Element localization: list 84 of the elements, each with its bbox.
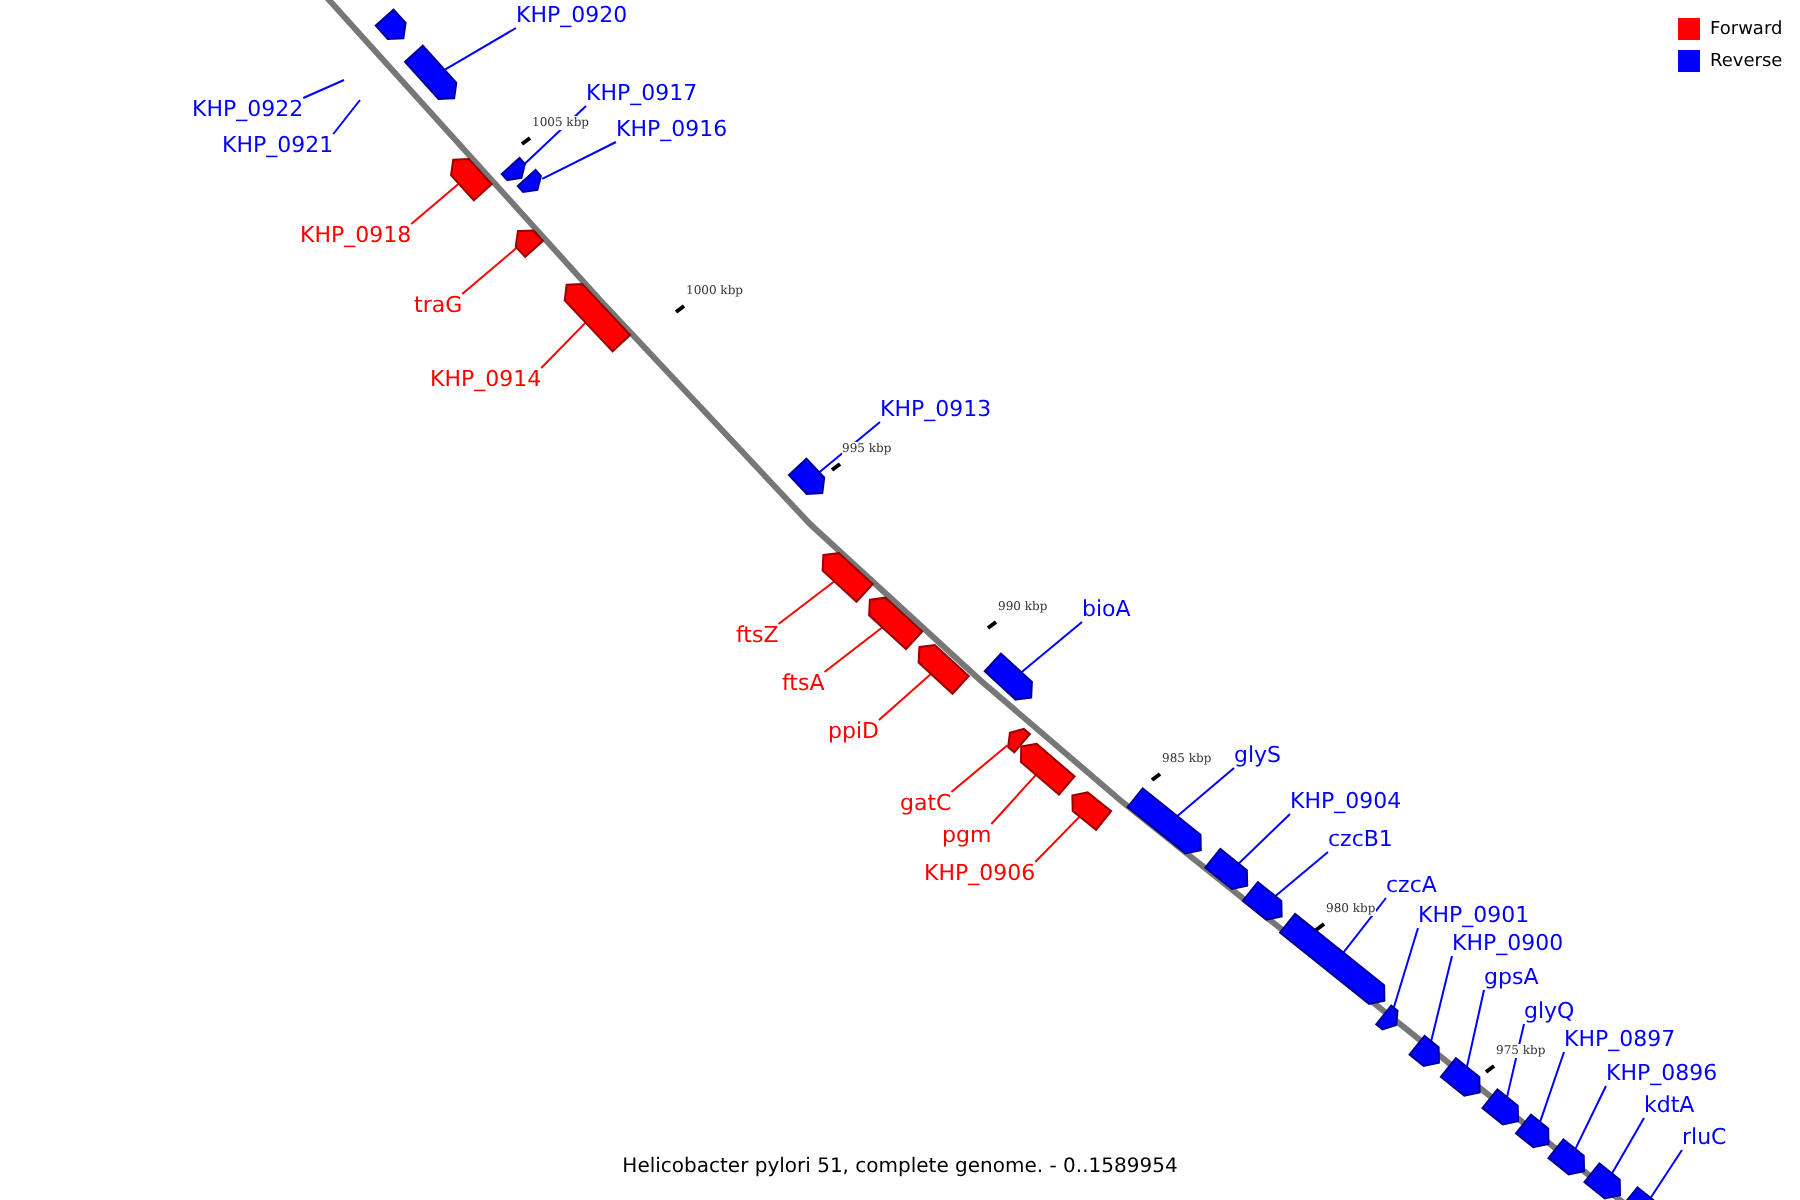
gene-label: KHP_0920 (516, 4, 628, 28)
gene-block (1126, 787, 1202, 855)
gene-label: glyQ (1524, 1000, 1575, 1024)
gene-block (983, 652, 1033, 701)
gene-label: ftsA (782, 672, 825, 696)
leader-line (540, 320, 588, 369)
gene-label: rluC (1682, 1126, 1727, 1150)
leader-line (1649, 1149, 1683, 1200)
gene-block (1203, 847, 1249, 890)
gene-block (1071, 791, 1113, 832)
leader-line (1236, 813, 1291, 866)
leader-line (1034, 814, 1082, 863)
gene-label: KHP_0906 (924, 862, 1036, 886)
gene-block (787, 457, 826, 496)
gene-label: KHP_0904 (1290, 790, 1402, 814)
gene-block (1621, 1186, 1660, 1200)
gene-block (917, 643, 971, 696)
gene-label: czcB1 (1328, 828, 1393, 852)
gene-block (516, 168, 542, 194)
leader-line (777, 579, 837, 625)
gene-block (374, 8, 407, 41)
gene-label: KHP_0922 (192, 98, 304, 122)
gene-block (403, 44, 458, 100)
caption: Helicobacter pylori 51, complete genome. - 0..1589954 (622, 1156, 1178, 1178)
leader-line (1538, 1051, 1565, 1124)
leader-line (1273, 851, 1329, 898)
gene-block (1007, 727, 1032, 754)
gene-block (563, 282, 632, 353)
gene-block (1241, 880, 1283, 921)
leader-line (1610, 1117, 1645, 1176)
legend-label: Forward (1710, 18, 1783, 42)
gene-label: traG (414, 294, 463, 318)
gene-label: bioA (1082, 598, 1131, 622)
gene-label: gpsA (1484, 966, 1539, 990)
gene-block (1020, 742, 1076, 797)
gene-label: KHP_0901 (1418, 904, 1530, 928)
gene-label: KHP_0897 (1564, 1028, 1676, 1052)
gene-block (1408, 1034, 1440, 1067)
gene-block (500, 156, 526, 182)
leader-line (1465, 989, 1485, 1070)
gene-block (1439, 1056, 1481, 1097)
gene-label: gatC (900, 792, 952, 816)
gene-block (450, 158, 494, 202)
gene-block (514, 229, 545, 259)
leader-line (302, 79, 345, 99)
legend-label: Reverse (1710, 50, 1783, 74)
leader-line (442, 27, 517, 72)
leader-line (990, 773, 1038, 825)
gene-label: KHP_0921 (222, 134, 334, 158)
gene-label: KHP_0916 (616, 118, 728, 142)
leader-line (410, 182, 461, 225)
gene-label: KHP_0914 (430, 368, 542, 392)
leader-line (878, 672, 933, 721)
gene-block (1547, 1138, 1586, 1176)
leader-line (461, 246, 519, 295)
leader-line (950, 744, 1009, 793)
leader-line (1392, 927, 1419, 1010)
gene-block (1514, 1113, 1550, 1149)
gene-label: ftsZ (736, 624, 779, 648)
gene-label: KHP_0913 (880, 398, 992, 422)
gene-label: ppiD (828, 720, 879, 744)
gene-label: KHP_0917 (586, 82, 698, 106)
gene-label: czcA (1386, 874, 1437, 898)
gene-block (821, 551, 875, 604)
leader-line (1019, 621, 1083, 674)
gene-label: KHP_0918 (300, 224, 412, 248)
leader-line (332, 99, 361, 135)
gene-label: kdtA (1644, 1094, 1695, 1118)
leader-line (1573, 1085, 1607, 1151)
gene-block (1278, 912, 1386, 1005)
gene-block (1583, 1162, 1622, 1200)
leader-line (823, 625, 885, 673)
leader-line (1505, 1023, 1525, 1100)
gene-block (868, 596, 924, 651)
leader-line (541, 141, 617, 180)
gene-block (1481, 1088, 1520, 1126)
leader-line (1429, 955, 1453, 1044)
gene-label: pgm (942, 824, 992, 848)
gene-block (1374, 1004, 1399, 1031)
gene-label: glyS (1234, 744, 1282, 768)
leader-line (1341, 897, 1387, 955)
gene-label: KHP_0896 (1606, 1062, 1718, 1086)
leader-line (1175, 767, 1235, 818)
gene-label: KHP_0900 (1452, 932, 1564, 956)
